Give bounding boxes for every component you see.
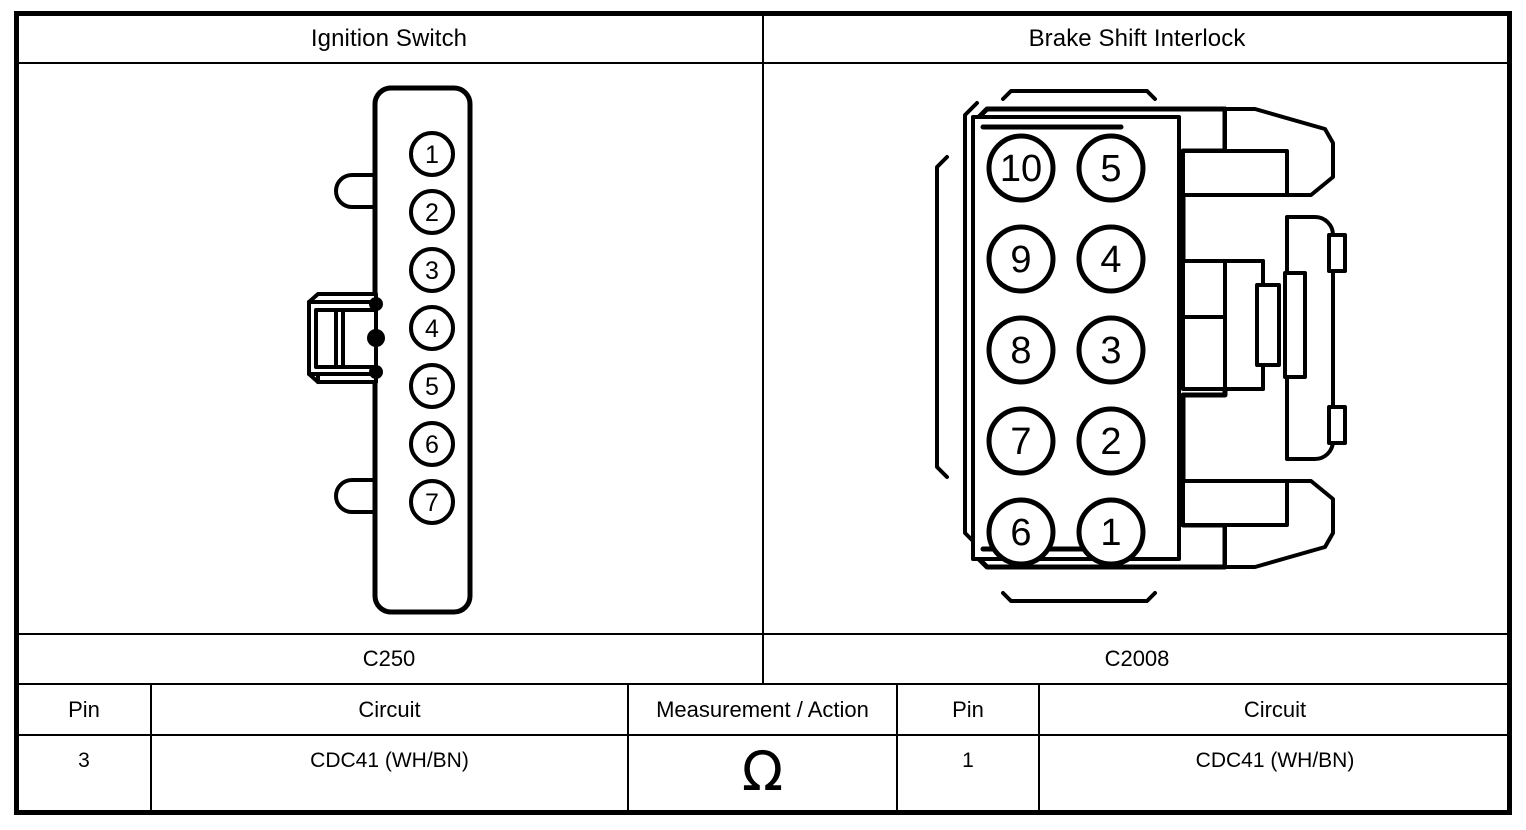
connector-drawing-ignition-switch: 1 2 3 4 5 6 7 bbox=[280, 80, 500, 620]
divider-under-header bbox=[16, 734, 1510, 736]
divider-col-pin-left bbox=[150, 683, 152, 815]
pin-label-7: 7 bbox=[425, 489, 439, 517]
column-header-circuit-right: Circuit bbox=[1243, 696, 1307, 722]
pin-label-4: 4 bbox=[425, 315, 439, 343]
latch-tongue-inner bbox=[1255, 283, 1281, 367]
pin-label-3: 3 bbox=[1100, 330, 1121, 372]
connector-id-right: C2008 bbox=[1104, 646, 1170, 671]
cell-measurement-ohm-symbol: Ω bbox=[741, 740, 784, 803]
pin-circle-10 bbox=[986, 133, 1056, 203]
outer-border bbox=[14, 11, 1512, 815]
pin-label-6: 6 bbox=[425, 431, 439, 459]
divider-col-pin-right bbox=[1038, 683, 1040, 815]
pin-label-2: 2 bbox=[1100, 421, 1121, 463]
pin-number-labels: 10 5 9 4 8 3 7 2 6 1 bbox=[1000, 148, 1122, 554]
latch-plate-lower bbox=[1181, 479, 1289, 527]
latch-tongue-outer bbox=[1283, 271, 1307, 379]
latch-assembly-right bbox=[1181, 107, 1347, 569]
pin-circles bbox=[986, 133, 1146, 567]
bottom-cap bbox=[1001, 591, 1157, 603]
latch-plate-upper bbox=[1181, 149, 1289, 197]
pin-circle-5 bbox=[409, 363, 455, 409]
pin-label-6: 6 bbox=[1010, 512, 1031, 554]
column-header-pin-right: Pin bbox=[952, 696, 984, 722]
pin-circle-5 bbox=[1076, 133, 1146, 203]
panel-title-right: Brake Shift Interlock bbox=[1028, 25, 1246, 52]
pin-label-4: 4 bbox=[1100, 239, 1121, 281]
pin-label-5: 5 bbox=[425, 373, 439, 401]
latch-notch-lower bbox=[1327, 405, 1347, 445]
top-cap bbox=[1001, 89, 1157, 101]
pin-circle-3 bbox=[409, 247, 455, 293]
divider-under-connid bbox=[16, 683, 1510, 685]
pin-circle-3 bbox=[1076, 315, 1146, 385]
cell-pin-left: 3 bbox=[78, 749, 90, 772]
cell-circuit-right: CDC41 (WH/BN) bbox=[1195, 749, 1355, 772]
side-tab-upper bbox=[334, 173, 377, 209]
latch-notch-upper bbox=[1327, 233, 1347, 273]
side-tab-lower bbox=[334, 478, 377, 514]
pin-circles bbox=[409, 131, 455, 525]
panel-title-left: Ignition Switch bbox=[310, 25, 468, 52]
pin-circle-9 bbox=[986, 224, 1056, 294]
pin-label-7: 7 bbox=[1010, 421, 1031, 463]
column-header-circuit-left: Circuit bbox=[358, 696, 421, 722]
pin-label-2: 2 bbox=[425, 199, 439, 227]
pin-number-labels: 1 2 3 4 5 6 7 bbox=[425, 141, 439, 517]
divider-center-top bbox=[762, 16, 764, 683]
latch-contact-nubs bbox=[367, 297, 385, 379]
pin-circle-4 bbox=[1076, 224, 1146, 294]
column-header-pin-left: Pin bbox=[68, 696, 100, 722]
pin-circle-2 bbox=[1076, 406, 1146, 476]
pin-label-8: 8 bbox=[1010, 330, 1031, 372]
pin-circle-1 bbox=[409, 131, 455, 177]
cell-circuit-left: CDC41 (WH/BN) bbox=[310, 749, 469, 772]
pin-circle-6 bbox=[409, 421, 455, 467]
pin-circle-2 bbox=[409, 189, 455, 235]
pin-circle-6 bbox=[986, 497, 1056, 567]
back-plate-outer bbox=[935, 155, 949, 479]
pin-label-10: 10 bbox=[1000, 148, 1042, 190]
column-header-measurement: Measurement / Action bbox=[656, 696, 869, 722]
connector-drawing-brake-shift-interlock: 10 5 9 4 8 3 7 2 6 1 bbox=[925, 85, 1365, 620]
latch-block bbox=[307, 292, 378, 384]
cell-pin-right: 1 bbox=[962, 749, 974, 772]
pin-circle-7 bbox=[986, 406, 1056, 476]
pin-label-5: 5 bbox=[1100, 148, 1121, 190]
connector-id-left: C250 bbox=[362, 646, 416, 671]
pin-circle-1 bbox=[1076, 497, 1146, 567]
pin-circle-7 bbox=[409, 479, 455, 525]
divider-col-meas-left bbox=[627, 683, 629, 815]
pin-label-9: 9 bbox=[1010, 239, 1031, 281]
pin-label-3: 3 bbox=[425, 257, 439, 285]
divider-col-meas-right bbox=[896, 683, 898, 815]
pin-label-1: 1 bbox=[425, 141, 439, 169]
pin-circle-4 bbox=[409, 305, 455, 351]
pin-label-1: 1 bbox=[1100, 512, 1121, 554]
pin-circle-8 bbox=[986, 315, 1056, 385]
